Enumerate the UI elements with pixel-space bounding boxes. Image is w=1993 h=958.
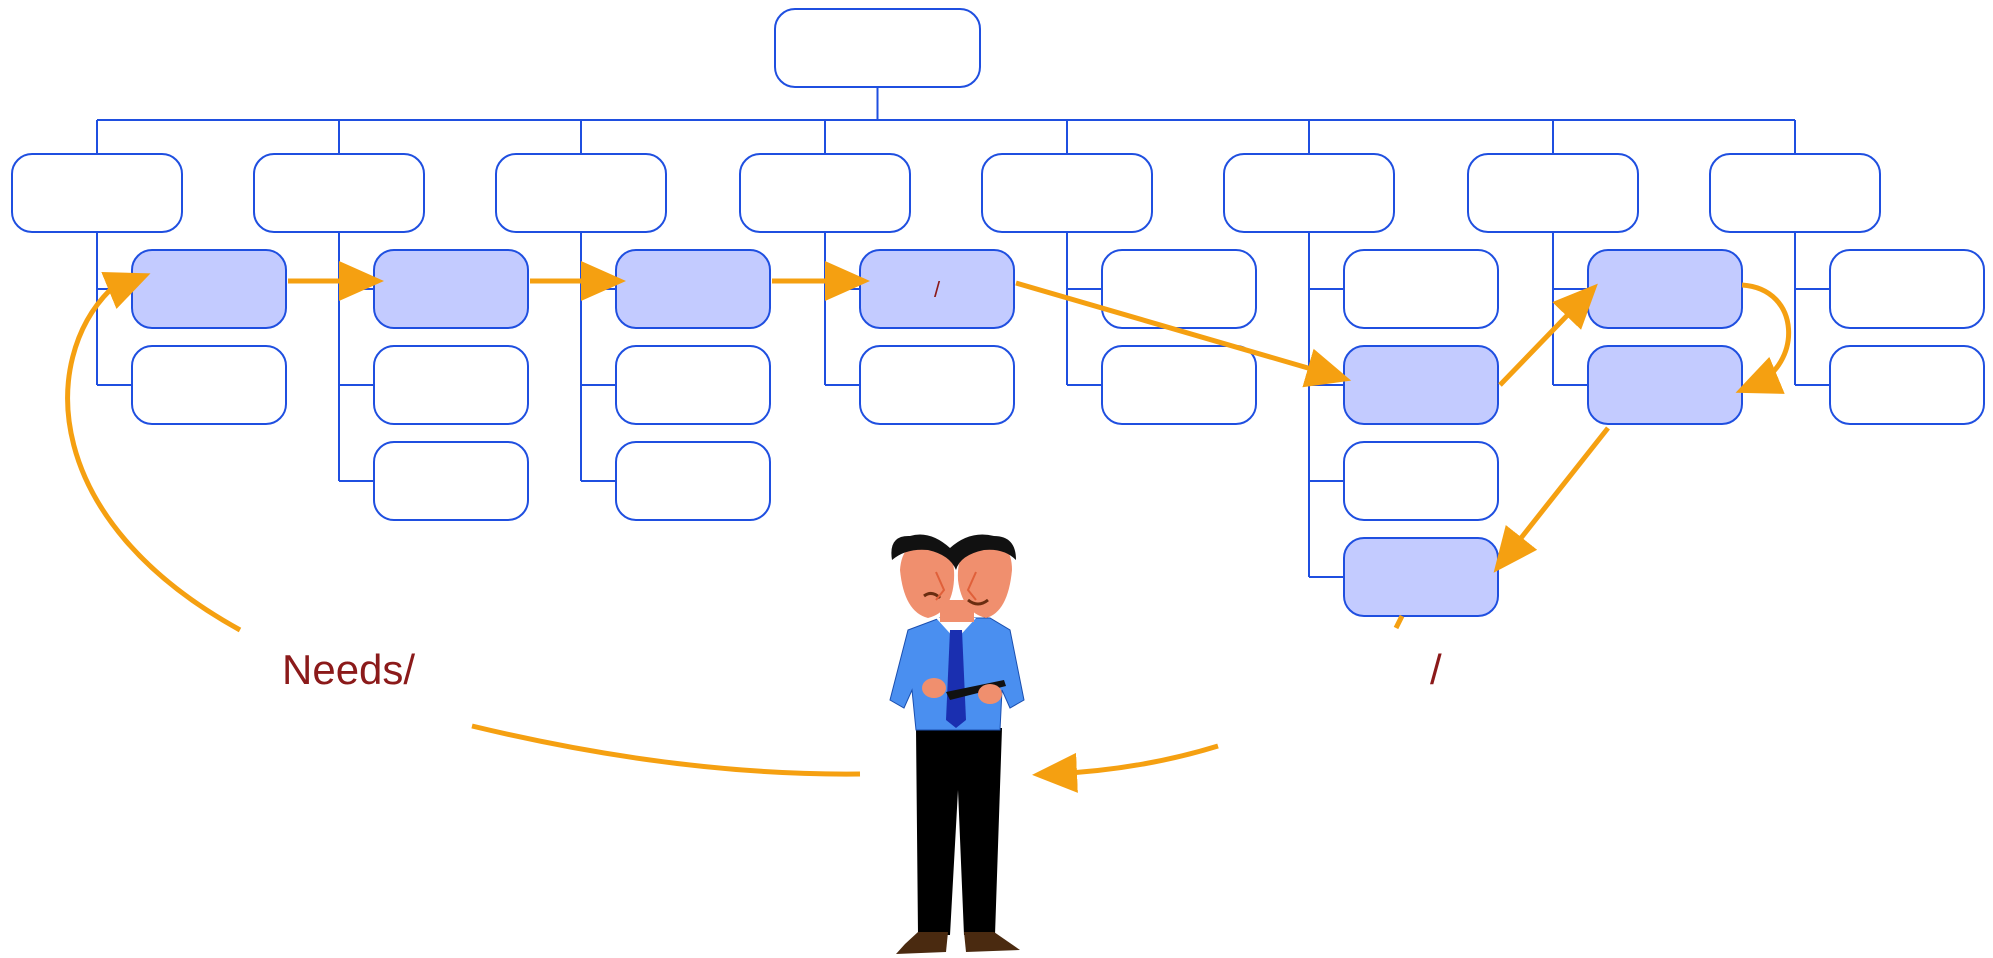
right-loop-arrow-lower [1032,743,1219,793]
column-3-child-1 [615,249,771,329]
column-3-child-3 [615,441,771,521]
root-box [774,8,981,88]
column-1-child-2 [131,345,287,425]
column-1-child-1 [131,249,287,329]
column-2-header [253,153,425,233]
column-6-child-2 [1343,345,1499,425]
connector-lines [96,87,1830,578]
column-1-header [11,153,183,233]
org-boxes: / [11,8,1985,617]
column-8-child-1 [1829,249,1985,329]
column-5-child-2 [1101,345,1257,425]
column-3-child-2 [615,345,771,425]
column-2-child-1 [373,249,529,329]
two-faced-businessman-icon [889,534,1025,954]
column-8-header [1709,153,1881,233]
left-loop-arrow-lower [471,723,861,777]
column-6-child-4 [1343,537,1499,617]
column-6-header [1223,153,1395,233]
column-6-child-1 [1343,249,1499,329]
flow-arrow-6 [1735,282,1791,394]
column-7-header [1467,153,1639,233]
column-2-child-3 [373,441,529,521]
left-loop-arrow-upper [65,288,242,633]
column-2-child-2 [373,345,529,425]
column-5-header [981,153,1153,233]
right-feedback-label: / [1430,646,1442,693]
column-6-child-3 [1343,441,1499,521]
right-loop-arrow-upper [1393,614,1405,630]
column-3-header [495,153,667,233]
column-4-header [739,153,911,233]
column-8-child-2 [1829,345,1985,425]
flow-arrow-5 [1498,283,1598,387]
flow-arrow-4 [1015,280,1352,388]
column-7-child-2 [1587,345,1743,425]
column-4-child-1-label: / [934,277,941,302]
column-4-child-2 [859,345,1015,425]
flow-arrows [65,261,1791,793]
column-7-child-1 [1587,249,1743,329]
flow-arrow-7 [1493,426,1610,573]
left-feedback-label: Needs/ [282,646,415,693]
left-loop-arrow-head [101,271,151,309]
